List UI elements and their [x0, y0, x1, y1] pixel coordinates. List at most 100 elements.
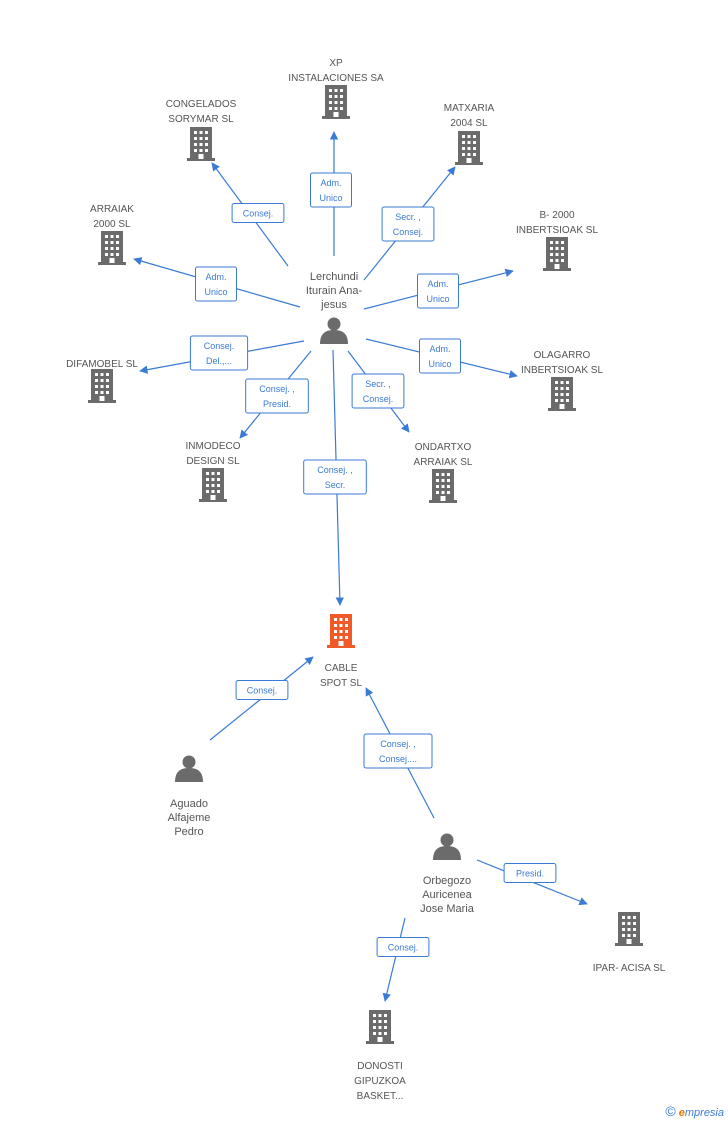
relation-label-box [419, 338, 461, 374]
node-arraiak2000[interactable]: ARRAIAK 2000 SL [90, 204, 134, 265]
relation-label-text: Presid. [263, 399, 291, 409]
node-ipar[interactable]: IPAR- ACISA SL [593, 912, 666, 974]
relation-label-text: Unico [426, 294, 449, 304]
relation-label-box [351, 373, 405, 409]
relation-label-text: Secr. [325, 480, 346, 490]
relation-label-lerchundi-xp[interactable]: Adm. Unico [310, 172, 352, 208]
relation-label-box [235, 680, 289, 700]
node-label: CABLE [325, 663, 358, 674]
relation-label-text: Consej.... [379, 754, 417, 764]
node-label: Auricenea [422, 889, 472, 901]
relation-label-lerchundi-arraiak2000[interactable]: Adm. Unico [195, 266, 237, 302]
building-icon [187, 127, 215, 161]
node-label: XP [329, 58, 343, 69]
node-label: OLAGARRO [534, 350, 591, 361]
node-label: Orbegozo [423, 875, 471, 887]
node-label: 2004 SL [450, 118, 488, 129]
relation-label-text: Unico [428, 359, 451, 369]
edge-orbegozo-donosti [382, 917, 406, 1002]
node-label: B- 2000 [539, 210, 574, 221]
relation-label-text: Del.,... [206, 356, 232, 366]
relation-label-lerchundi-difamobel[interactable]: Consej. Del.,... [189, 335, 249, 371]
relation-label-box [363, 733, 433, 769]
relation-label-aguado-cable[interactable]: Consej. [235, 680, 289, 700]
relation-label-lerchundi-inmodeco[interactable]: Consej. , Presid. [245, 378, 309, 414]
relation-label-box [376, 937, 430, 957]
node-label: SPOT SL [320, 678, 362, 689]
relation-label-text: Consej. [247, 686, 278, 696]
relation-label-lerchundi-cable[interactable]: Consej. ,Secr. [303, 459, 367, 495]
node-cable[interactable]: CABLE SPOT SL [320, 614, 362, 689]
person-icon [320, 317, 348, 344]
building-icon [322, 85, 350, 119]
node-label: CONGELADOS [166, 99, 237, 110]
building-icon [429, 469, 457, 503]
relation-label-text: Adm. [320, 178, 341, 188]
relation-label-text: Unico [319, 193, 342, 203]
node-label: INBERTSIOAK SL [516, 225, 599, 236]
relation-label-box [231, 203, 285, 223]
node-label: DESIGN SL [186, 456, 240, 467]
relation-label-lerchundi-ondartxo[interactable]: Secr. , Consej. [351, 373, 405, 409]
relation-label-orbegozo-donosti[interactable]: Consej. [376, 937, 430, 957]
relation-label-box [245, 378, 309, 414]
relation-label-box [381, 206, 435, 242]
relation-label-text: Unico [204, 287, 227, 297]
brand-initial: e [678, 1107, 685, 1119]
relation-label-lerchundi-matxaria[interactable]: Secr. ,Consej. [381, 206, 435, 242]
node-donosti[interactable]: DONOSTIGIPUZKOABASKET... [354, 1010, 406, 1102]
node-label: ONDARTXO [415, 442, 472, 453]
node-label: DIFAMOBEL SL [66, 359, 138, 370]
building-icon [366, 1010, 394, 1044]
relation-label-text: Consej. , [259, 384, 295, 394]
building-icon [327, 614, 355, 648]
relation-label-orbegozo-ipar[interactable]: Presid. [503, 863, 557, 883]
relation-label-text: Adm. [205, 272, 226, 282]
node-label: Aguado [170, 798, 208, 810]
relation-label-text: Consej. [388, 943, 419, 953]
building-icon [543, 237, 571, 271]
relation-label-text: Consej. [393, 227, 424, 237]
building-icon [455, 131, 483, 165]
node-label: INBERTSIOAK SL [521, 365, 604, 376]
node-label: IPAR- ACISA SL [593, 963, 666, 974]
node-label: Lerchundi [310, 271, 358, 283]
relation-label-box [195, 266, 237, 302]
relation-label-text: Consej. , [380, 739, 416, 749]
relation-label-text: Secr. , [365, 379, 391, 389]
footer-brand[interactable]: ©empresia [665, 1103, 724, 1119]
node-label: ARRAIAK [90, 204, 134, 215]
building-icon [98, 231, 126, 265]
node-label: MATXARIA [444, 103, 495, 114]
relation-label-text: Adm. [429, 344, 450, 354]
copyright-icon: © [665, 1103, 676, 1119]
node-olagarro[interactable]: OLAGARRO INBERTSIOAK SL [521, 350, 604, 411]
relation-label-text: Consej. [204, 341, 235, 351]
node-difamobel[interactable]: DIFAMOBEL SL [66, 359, 138, 403]
building-icon [615, 912, 643, 946]
relation-label-text: Consej. [363, 394, 394, 404]
relation-label-lerchundi-b2000[interactable]: Adm.Unico [417, 273, 459, 309]
relation-label-box [310, 172, 352, 208]
node-label: Alfajeme [168, 812, 211, 824]
relation-label-text: Consej. [243, 209, 274, 219]
node-matxaria[interactable]: MATXARIA 2004 SL [444, 103, 495, 165]
relation-label-box [417, 273, 459, 309]
person-icon [175, 755, 203, 782]
building-icon [199, 468, 227, 502]
node-label: 2000 SL [93, 219, 131, 230]
relation-label-lerchundi-olagarro[interactable]: Adm. Unico [419, 338, 461, 374]
relation-label-lerchundi-congelados[interactable]: Consej. [231, 203, 285, 223]
relation-label-orbegozo-cable[interactable]: Consej. , Consej.... [363, 733, 433, 769]
brand-name: mpresia [684, 1107, 724, 1119]
